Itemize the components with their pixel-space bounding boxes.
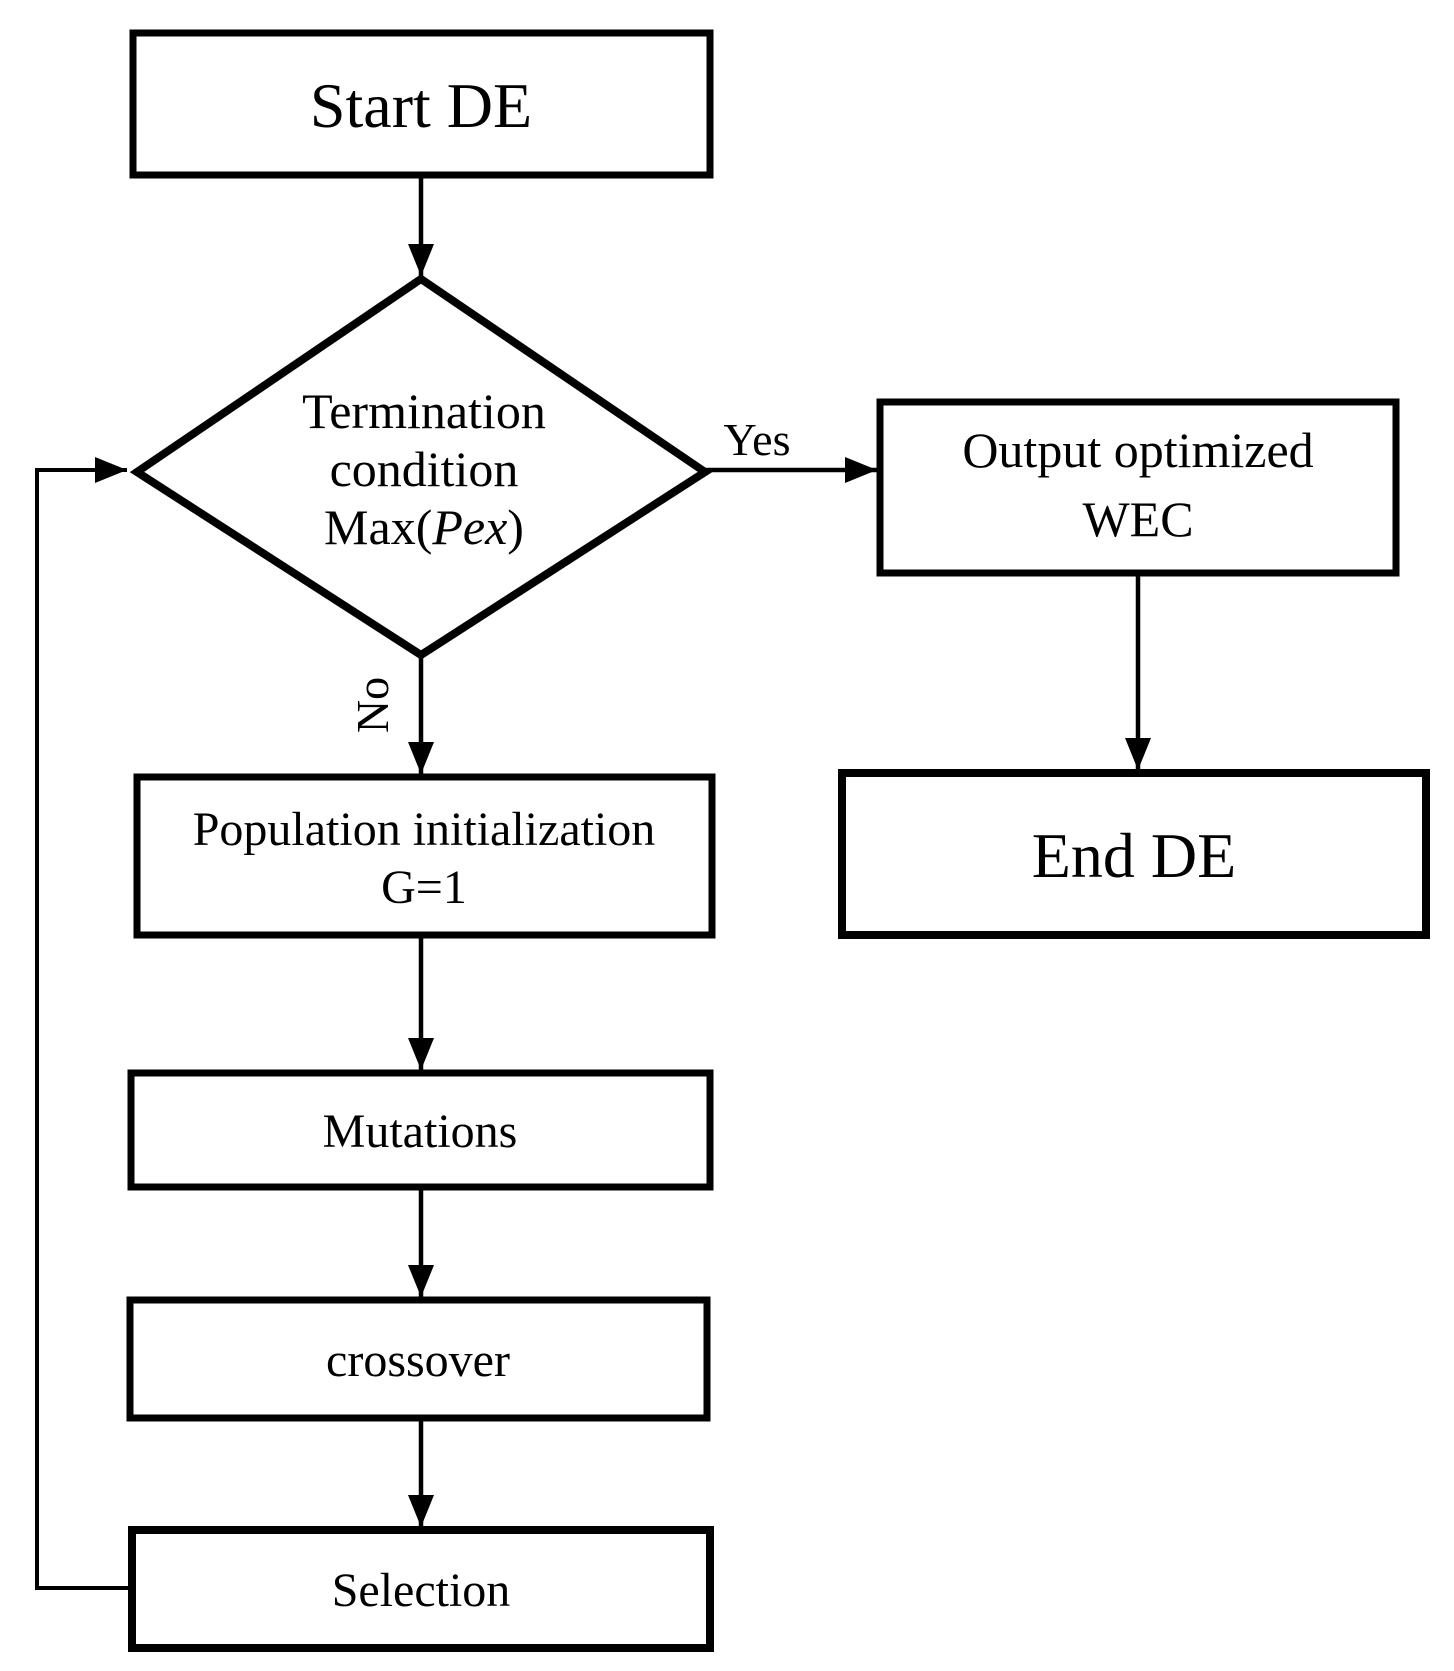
start-node <box>129 29 714 179</box>
crossover-node <box>126 1296 711 1422</box>
feedback-loop-selection-to-termination <box>35 457 133 1590</box>
end-node <box>838 769 1430 939</box>
output-node-label-line2: WEC <box>1082 491 1193 547</box>
no-edge-label: No <box>347 677 398 733</box>
population-node <box>133 773 716 939</box>
population-node-label-line1: Population initialization <box>193 803 656 856</box>
termination-label-line3-prefix: Max( <box>324 499 432 555</box>
termination-label-line3-italic: Pex <box>431 499 507 555</box>
crossover-node-label: crossover <box>326 1334 510 1387</box>
start-node-label: Start DE <box>310 70 532 141</box>
mutations-node <box>127 1069 714 1191</box>
selection-node-label: Selection <box>332 1564 511 1617</box>
population-node-label-line2: G=1 <box>381 861 467 914</box>
output-node <box>876 398 1400 577</box>
mutations-node-label: Mutations <box>323 1105 518 1158</box>
end-node-label: End DE <box>1032 820 1236 891</box>
termination-decision-diamond <box>129 274 713 660</box>
termination-label-line2: condition <box>330 441 519 497</box>
termination-label-line3: Max(Pex) <box>324 499 524 555</box>
yes-edge-label: Yes <box>724 414 791 465</box>
termination-label-line1: Termination <box>302 383 546 439</box>
selection-node <box>128 1526 714 1652</box>
output-node-label-line1: Output optimized <box>962 422 1313 478</box>
termination-label-line3-suffix: ) <box>507 499 524 555</box>
